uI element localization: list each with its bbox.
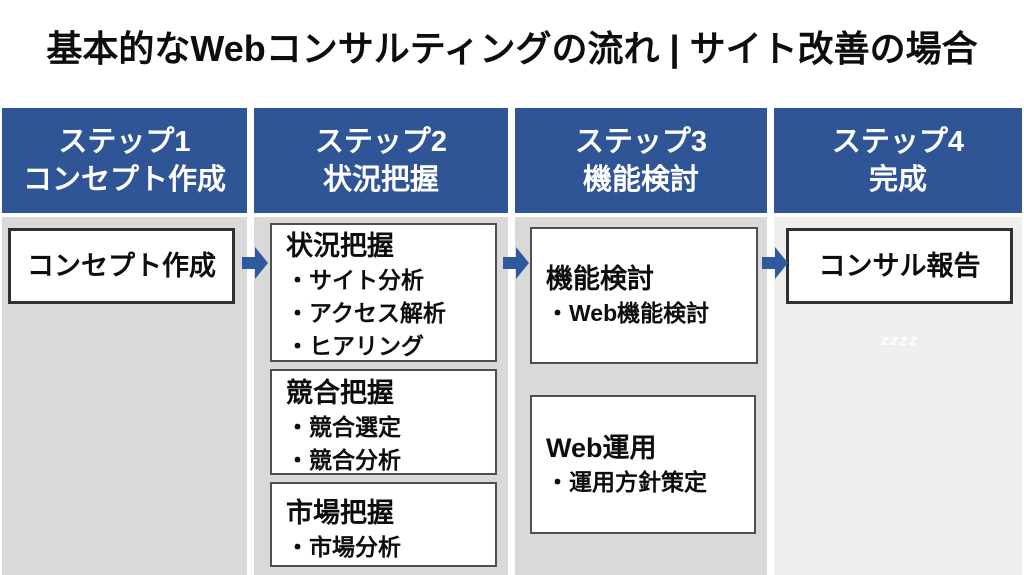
- arrow-right-icon: [242, 247, 268, 279]
- box-consulting-report: コンサル報告: [786, 228, 1013, 304]
- box-concept-creation: コンセプト作成: [8, 228, 235, 304]
- step2-number: ステップ2: [314, 125, 448, 158]
- box-function-review-title: 機能検討: [546, 264, 654, 294]
- box-concept-creation-title: コンセプト作成: [27, 251, 216, 281]
- box-competitor-grasp-title: 競合把握: [286, 378, 394, 408]
- arrow-right-icon: [762, 247, 788, 279]
- bullet-web-function-review: ・Web機能検討: [546, 300, 710, 326]
- box-web-operation: Web運用 ・運用方針策定: [530, 395, 756, 534]
- step1-header: ステップ1 コンセプト作成: [2, 108, 247, 213]
- box-situation-grasp-title: 状況把握: [286, 231, 394, 261]
- step3-number: ステップ3: [574, 125, 708, 158]
- step3-header: ステップ3 機能検討: [515, 108, 767, 213]
- step2-label: 状況把握: [322, 163, 439, 196]
- bullet-access-analysis: ・アクセス解析: [286, 300, 446, 326]
- bullet-market-analysis: ・市場分析: [286, 534, 401, 560]
- box-competitor-grasp: 競合把握 ・競合選定 ・競合分析: [270, 369, 497, 475]
- step4-number: ステップ4: [831, 125, 965, 158]
- box-market-grasp: 市場把握 ・市場分析: [270, 482, 497, 567]
- arrow-right-icon: [503, 247, 529, 279]
- box-market-grasp-title: 市場把握: [286, 498, 394, 528]
- step2-header: ステップ2 状況把握: [254, 108, 508, 213]
- step4-label: 完成: [868, 163, 927, 196]
- box-situation-grasp: 状況把握 ・サイト分析 ・アクセス解析 ・ヒアリング: [270, 223, 497, 362]
- step4-header: ステップ4 完成: [774, 108, 1022, 213]
- bullet-competitor-analysis: ・競合分析: [286, 447, 401, 473]
- bullet-operation-policy: ・運用方針策定: [546, 469, 707, 495]
- step1-number: ステップ1: [58, 125, 191, 158]
- step3-label: 機能検討: [582, 163, 699, 196]
- page-title: 基本的なWebコンサルティングの流れ | サイト改善の場合: [46, 28, 978, 69]
- bullet-site-analysis: ・サイト分析: [286, 267, 424, 293]
- box-function-review: 機能検討 ・Web機能検討: [530, 227, 758, 364]
- box-consulting-report-title: コンサル報告: [818, 251, 981, 281]
- box-web-operation-title: Web運用: [546, 433, 657, 463]
- bullet-hearing: ・ヒアリング: [286, 333, 424, 359]
- bullet-competitor-selection: ・競合選定: [286, 414, 401, 440]
- watermark: zzzz: [880, 332, 920, 349]
- step1-label: コンセプト作成: [22, 163, 226, 196]
